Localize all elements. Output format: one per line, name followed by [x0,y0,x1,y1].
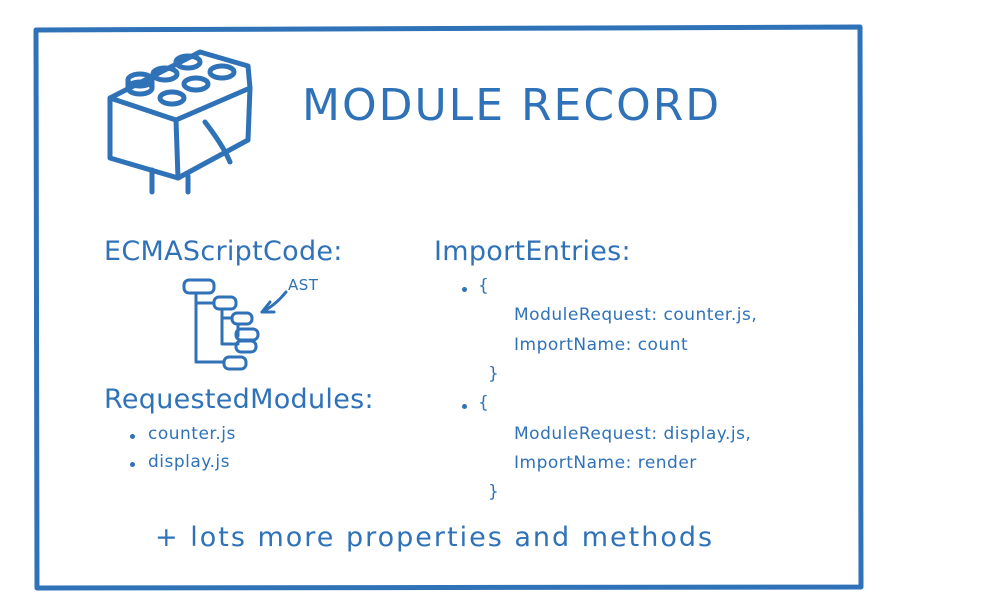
footer-note: + lots more properties and methods [155,522,715,553]
import-entry-import-name: ImportName: count [514,335,689,355]
lego-brick-icon [107,49,253,195]
requested-modules-heading: RequestedModules: [104,384,374,415]
import-entries-heading: ImportEntries: [434,236,631,267]
import-entry-module-request: ModuleRequest: counter.js, [514,305,758,325]
import-entry-module-request: ModuleRequest: display.js, [514,424,752,444]
bullet [462,404,467,409]
bullet [462,287,467,292]
bullet [130,434,135,439]
arrow-icon [260,290,288,314]
ast-label: AST [288,276,319,294]
bullet [130,462,135,467]
ecmascript-code-heading: ECMAScriptCode: [104,236,343,267]
page-title: MODULE RECORD [302,80,722,131]
frame-border [33,24,864,591]
import-entry-open-brace: { [478,276,490,296]
requested-module-item: display.js [148,452,230,472]
import-entry-close-brace: } [488,482,500,502]
import-entry-close-brace: } [488,364,500,384]
import-entry-open-brace: { [478,393,490,413]
ast-tree-icon [182,278,260,371]
import-entry-import-name: ImportName: render [514,453,697,473]
requested-module-item: counter.js [148,424,236,444]
